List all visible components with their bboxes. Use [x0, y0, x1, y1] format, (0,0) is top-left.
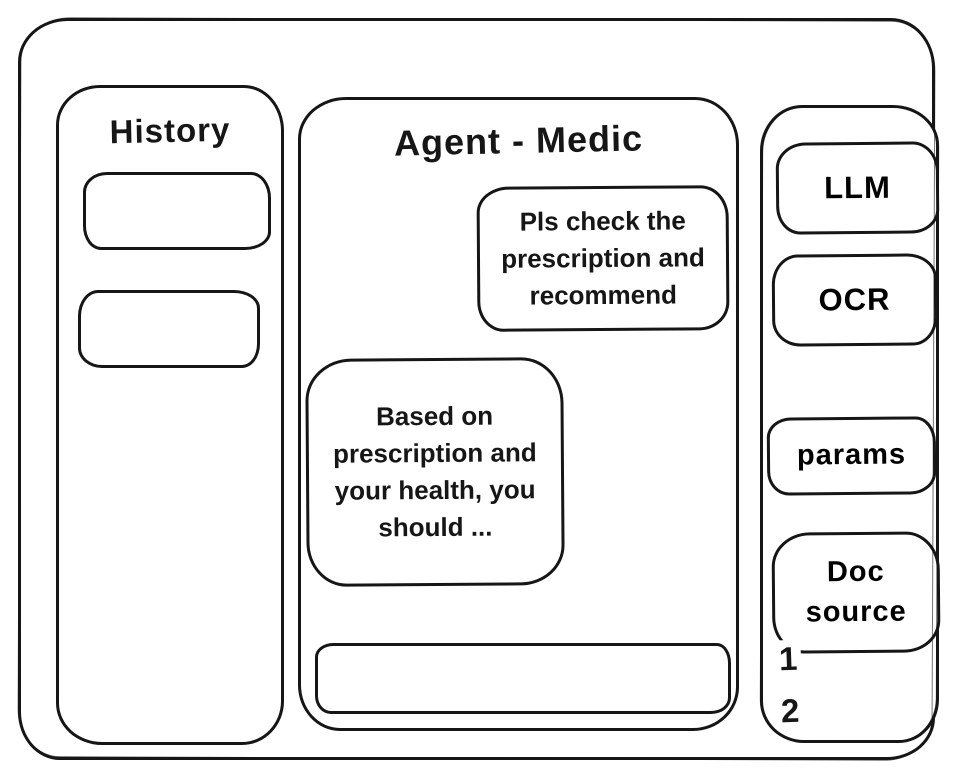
doc-source-entry-2[interactable]: 2: [776, 691, 804, 730]
history-item[interactable]: [78, 290, 260, 368]
chat-panel: Agent - Medic Pls check the prescription…: [298, 97, 739, 731]
doc-source-button[interactable]: Doc source: [771, 531, 941, 654]
doc-source-entry-1[interactable]: 1: [774, 639, 802, 678]
user-message-bubble: Pls check the prescription and recommend: [476, 185, 730, 332]
history-item[interactable]: [83, 172, 271, 250]
history-panel-title: History: [109, 110, 231, 151]
llm-button[interactable]: LLM: [775, 141, 940, 235]
chat-panel-title: Agent - Medic: [393, 117, 644, 164]
tools-panel: LLM OCR params Doc source 1 2: [760, 105, 941, 743]
history-panel: History: [56, 85, 284, 745]
agent-message-bubble: Based on prescription and your health, y…: [305, 357, 565, 587]
message-input[interactable]: [315, 643, 731, 714]
ocr-button[interactable]: OCR: [771, 253, 938, 347]
app-frame: History Agent - Medic Pls check the pres…: [18, 18, 941, 760]
params-button[interactable]: params: [766, 416, 937, 496]
